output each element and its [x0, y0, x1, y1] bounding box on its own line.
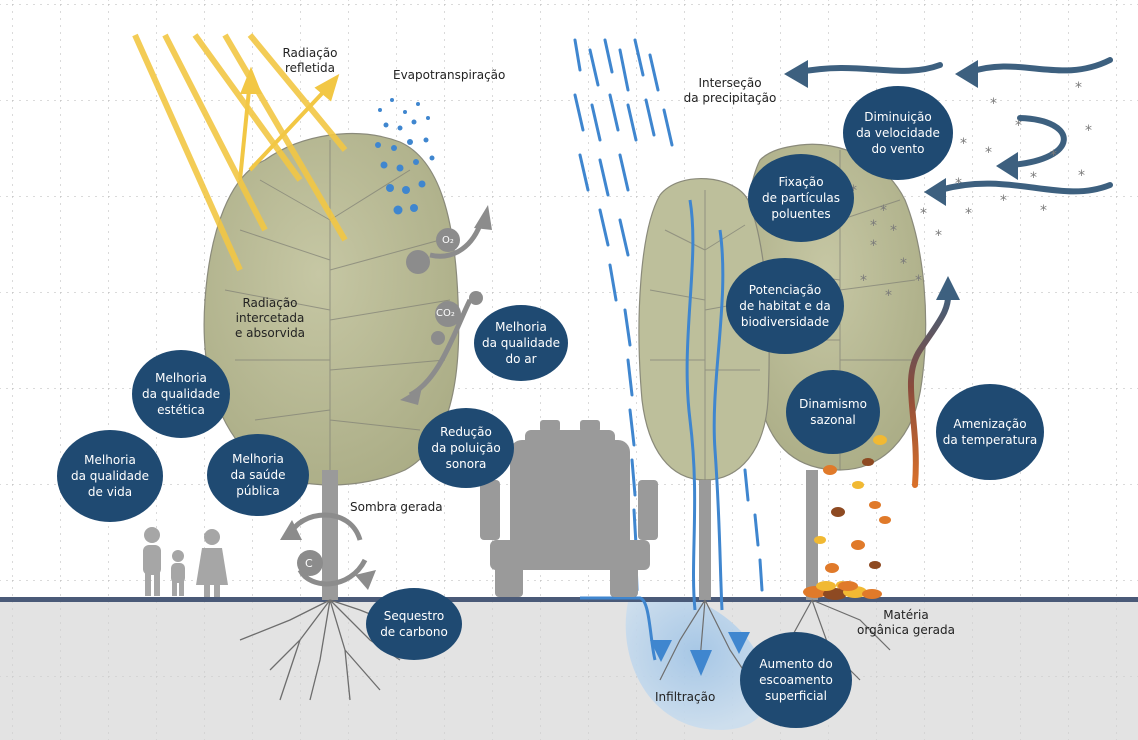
svg-text:*: *	[1040, 203, 1047, 219]
bubble-qualidade-ar: Melhoria da qualidade do ar	[474, 305, 568, 381]
svg-text:*: *	[885, 288, 892, 304]
soil-grid	[0, 600, 1138, 740]
svg-text:*: *	[1000, 193, 1007, 209]
svg-text:*: *	[1015, 118, 1022, 134]
bubble-dinamismo-sazonal: Dinamismo sazonal	[786, 370, 880, 454]
label-carbon: C	[305, 556, 313, 571]
bubble-sequestro-carbono: Sequestro de carbono	[366, 588, 462, 660]
label-intersecao: Interseção da precipitação	[680, 76, 780, 106]
svg-text:*: *	[870, 238, 877, 254]
svg-text:*: *	[935, 228, 942, 244]
svg-text:*: *	[860, 273, 867, 289]
bubble-poluicao-sonora: Redução da poluição sonora	[418, 408, 514, 488]
bubble-amenizacao-temperatura: Amenização da temperatura	[936, 384, 1044, 480]
svg-text:*: *	[990, 96, 997, 112]
svg-text:*: *	[1075, 80, 1082, 96]
svg-text:*: *	[955, 176, 962, 192]
label-materia-organica: Matéria orgânica gerada	[850, 608, 962, 638]
bubble-escoamento-superficial: Aumento do escoamento superficial	[740, 632, 852, 728]
bubble-saude-publica: Melhoria da saúde pública	[207, 434, 309, 516]
svg-text:*: *	[900, 256, 907, 272]
svg-text:*: *	[915, 273, 922, 289]
label-o2: O₂	[442, 233, 454, 248]
label-radiacao-intercetada: Radiação intercetada e absorvida	[228, 296, 312, 341]
label-sombra-gerada: Sombra gerada	[350, 500, 443, 515]
bubble-qualidade-vida: Melhoria da qualidade de vida	[57, 430, 163, 522]
svg-text:*: *	[880, 203, 887, 219]
label-radiacao-refletida: Radiação refletida	[275, 46, 345, 76]
svg-text:*: *	[960, 136, 967, 152]
svg-text:*: *	[890, 223, 897, 239]
label-co2: CO₂	[436, 306, 455, 321]
bubble-habitat-biodiversidade: Potenciação de habitat e da biodiversida…	[726, 258, 844, 354]
svg-text:*: *	[985, 145, 992, 161]
svg-text:*: *	[1030, 170, 1037, 186]
svg-text:*: *	[965, 206, 972, 222]
svg-text:*: *	[920, 206, 927, 222]
label-infiltracao: Infiltração	[655, 690, 715, 705]
ground-line	[0, 597, 1138, 602]
svg-text:*: *	[1085, 123, 1092, 139]
bubble-velocidade-vento: Diminuição da velocidade do vento	[843, 86, 953, 180]
svg-text:*: *	[1078, 168, 1085, 184]
bubble-fixacao-particulas: Fixação de partículas poluentes	[748, 154, 854, 242]
svg-text:*: *	[1050, 148, 1057, 164]
bubble-qualidade-estetica: Melhoria da qualidade estética	[132, 350, 230, 438]
svg-text:*: *	[870, 218, 877, 234]
label-evapotranspiracao: Evapotranspiração	[393, 68, 505, 83]
